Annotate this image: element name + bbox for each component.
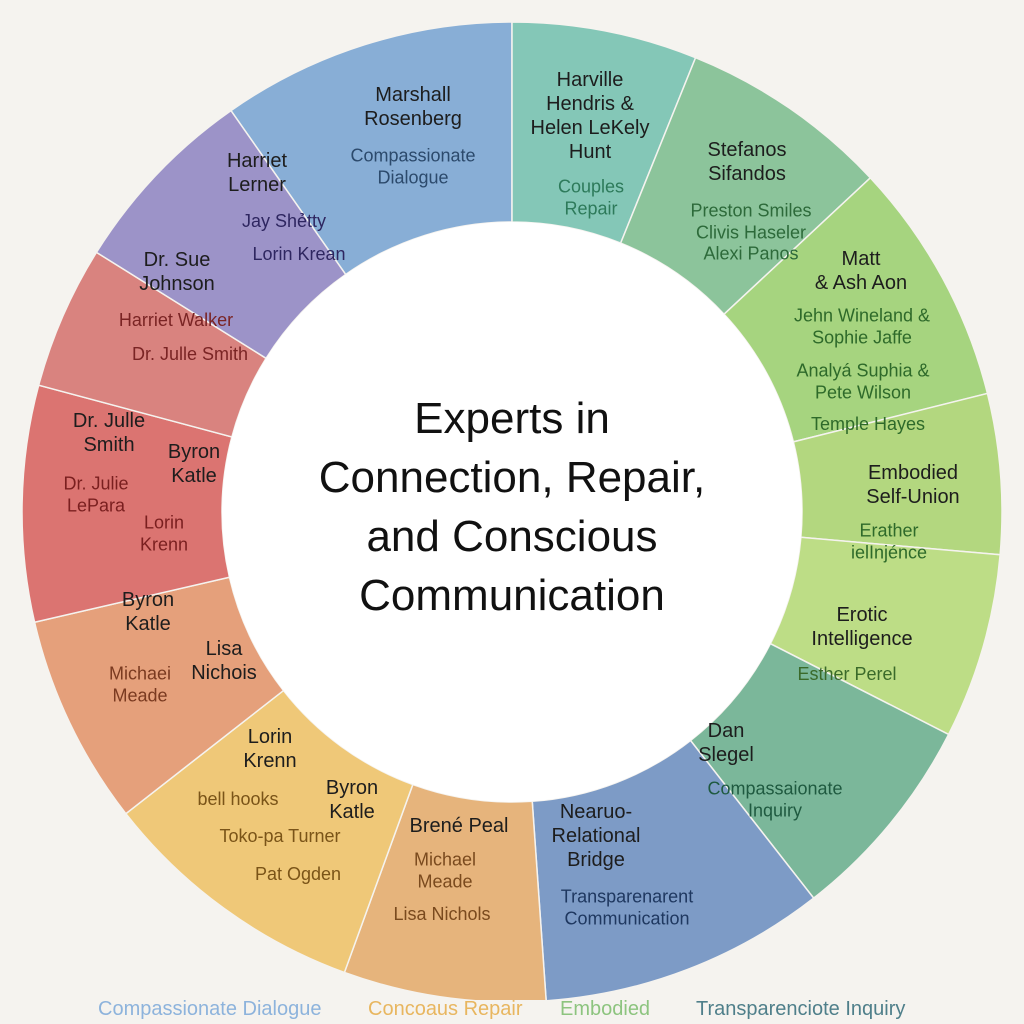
segment-sub-label: Couples Repair — [557, 176, 625, 218]
segment-expert-name: Stefanos Sifandos — [707, 139, 787, 185]
legend-item-2: Concoaus Repair — [368, 998, 523, 1020]
segment-expert-name: Harriet Lerner — [226, 150, 288, 196]
segment-sub-label: bell hooks — [197, 789, 279, 810]
segment-expert-name: Byron Katle — [325, 777, 379, 823]
segment-sub-label: Compassionate Dialogue — [350, 145, 476, 187]
segment-sub-label: Jay Shẻtty — [241, 211, 327, 232]
segment-expert-name: Matt & Ash Aon — [814, 248, 908, 294]
segment-expert-name: Erotic Intelligence — [811, 604, 913, 650]
segment-sub-label: Preston Smiles Clivis Haseler Alexi Pano… — [690, 200, 812, 264]
segment-sub-label: Esther Perel — [797, 664, 897, 685]
segment-expert-name: Lisa Nichois — [191, 638, 257, 684]
segment-expert-name: Marshall Rosenberg — [364, 84, 462, 130]
segment-expert-name: Embodied Self-Union — [866, 462, 960, 508]
segment-expert-name: Byron Katle — [167, 441, 221, 487]
segment-sub-label: Michael Meade — [413, 849, 477, 891]
segment-sub-label: Jehn Wineland & Sophie Jaffe — [793, 305, 931, 347]
segment-sub-label: Lorin Krenn — [139, 512, 189, 554]
legend-item-1: Compassionate Dialogue — [98, 998, 322, 1020]
segment-sub-label: Toko-pa Turner — [219, 826, 341, 847]
segment-sub-label: Analyá Suphia & Pete Wilson — [796, 360, 930, 402]
segment-sub-label: Dr. Julle Smith — [131, 344, 249, 365]
segment-sub-label: Michaei Meade — [108, 663, 172, 705]
segment-expert-name: Nearuo- Relational Bridge — [551, 801, 641, 871]
segment-expert-name: Lorin Krenn — [243, 726, 297, 772]
segment-sub-label: Lorin Krean — [252, 244, 346, 265]
segment-expert-name: Dr. Julle Smith — [72, 410, 146, 456]
segment-expert-name: Dr. Sue Johnson — [139, 249, 215, 295]
segment-sub-label: Harriet Walker — [118, 310, 234, 331]
segment-sub-label: Temple Hayes — [810, 414, 926, 435]
legend: Compassionate Dialogue Concoaus Repair E… — [0, 998, 1024, 1024]
segment-expert-name: Harville Hendris & Helen LeKely Hunt — [530, 69, 650, 163]
segment-expert-name: Dan Slegel — [698, 720, 754, 766]
segment-sub-label: Pat Ogden — [254, 864, 342, 885]
segment-sub-label: Transparenarent Communication — [560, 886, 694, 928]
segment-expert-name: Byron Katle — [121, 589, 175, 635]
legend-item-3: Embodied — [560, 998, 651, 1020]
diagram-title: Experts in Connection, Repair, and Consc… — [318, 394, 706, 620]
segment-expert-name: Brené Peal — [409, 815, 509, 837]
segment-sub-label: Erather ielInjénce — [850, 520, 928, 562]
ring-wheel — [21, 21, 1003, 1000]
segment-sub-label: Lisa Nichols — [393, 904, 491, 925]
center-circle — [222, 222, 802, 802]
segment-sub-label: Dr. Julie LePara — [63, 473, 129, 515]
legend-item-4: Transparenciote Inquiry — [696, 998, 906, 1020]
segment-sub-label: Compassaionate Inquiry — [707, 778, 843, 820]
